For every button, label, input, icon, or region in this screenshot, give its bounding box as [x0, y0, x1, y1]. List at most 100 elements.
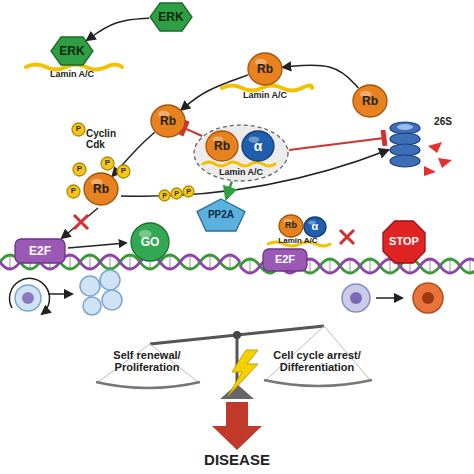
progenitor-cell: [342, 284, 370, 312]
phosphate-shape: [159, 190, 170, 201]
e2f-box-shape: [15, 239, 65, 263]
complex-ellipse-shape: [194, 125, 288, 181]
phosphate-shape: [183, 186, 194, 197]
proteasome-pore: [397, 124, 413, 130]
phosphate-shape: [117, 165, 130, 178]
self-renewal-arrow: [10, 278, 50, 314]
phosphate: P: [72, 162, 87, 177]
erk-hexagon: ERK: [50, 36, 94, 66]
alpha-protein-shape: [304, 217, 326, 237]
phosphate-shape: [73, 163, 86, 176]
rb-protein: Rb: [205, 130, 239, 162]
disease-arrow: [212, 402, 262, 450]
complex-ellipse: Lamin A/C Rb α: [193, 124, 289, 182]
node-text: Rb: [362, 95, 378, 108]
interaction-connector: [226, 181, 231, 198]
alpha-protein: α: [241, 130, 275, 162]
lightning-bolt: [228, 350, 258, 396]
cell-nucleus: [422, 292, 434, 304]
phosphate-shape: [72, 123, 85, 136]
node-text: E2F: [29, 245, 51, 258]
outcome-label: Cell cycle arrest/ Differentiation: [258, 349, 376, 373]
rb-protein: Rb: [278, 214, 304, 238]
peptide-fragment: [428, 142, 442, 153]
node-text: P: [76, 125, 81, 133]
lamin-filament: [222, 86, 312, 91]
stop-octagon: STOP: [382, 220, 426, 264]
daughter-cell: [100, 270, 120, 290]
phosphate: P: [100, 156, 115, 171]
proliferation-arrow: [48, 293, 72, 295]
rb-protein-shape: [84, 173, 118, 205]
proteasome-ring: [390, 144, 420, 156]
node-text: GO: [141, 236, 160, 249]
protein-label: Lamin A/C: [266, 237, 330, 246]
scale-beam: [150, 326, 324, 344]
rb-protein: Rb: [83, 172, 119, 206]
scale-pan: [264, 380, 372, 386]
node-text: STOP: [389, 236, 419, 248]
e2f-box: E2F: [262, 248, 308, 272]
pp2a-pentagon-shape: [197, 199, 245, 231]
lamin-filament: [203, 162, 275, 166]
rb-protein-shape: [353, 85, 387, 117]
rb-protein: Rb: [150, 104, 186, 138]
rb-protein-shape: [206, 131, 238, 161]
protein-label: Lamin A/C: [38, 70, 106, 80]
stop-octagon-shape: [383, 221, 425, 263]
node-text: Rb: [285, 221, 297, 230]
node-text: PP2A: [208, 210, 234, 221]
erk-hexagon-shape: [150, 3, 192, 31]
differentiation-arrow: [376, 297, 402, 299]
go-circle: GO: [130, 222, 170, 262]
protein-label: Lamin A/C: [232, 91, 298, 101]
node-text: P: [162, 192, 167, 199]
peptide-fragment: [424, 166, 436, 176]
node-text: Rb: [257, 63, 273, 76]
node-text: Rb: [93, 183, 109, 196]
cell-nucleus: [350, 292, 362, 304]
block-cross: [74, 215, 88, 229]
proteasome-label: 26S: [426, 116, 460, 127]
node-text: Lamin A/C: [219, 168, 263, 177]
differentiated-cell: [413, 283, 443, 313]
phosphate: P: [71, 122, 86, 137]
node-text: ERK: [59, 45, 84, 58]
phosphate: P: [66, 184, 81, 199]
rb-protein: Rb: [352, 84, 388, 118]
pp2a-pentagon: PP2A: [196, 198, 246, 232]
node-text: Rb: [214, 140, 230, 153]
node-text: P: [77, 165, 82, 173]
block-cross: [340, 230, 354, 244]
node-text: P: [121, 167, 126, 175]
node-text: α: [254, 139, 263, 154]
node-text: P: [105, 159, 110, 167]
outcome-label: Self renewal/ Proliferation: [92, 349, 202, 373]
e2f-box-shape: [263, 249, 307, 271]
interaction-connector: [87, 18, 149, 40]
phosphate-shape: [67, 185, 80, 198]
go-circle-shape: [131, 223, 169, 261]
proteasome: [390, 122, 420, 167]
daughter-cell: [80, 276, 100, 296]
interaction-connector: [283, 65, 358, 88]
binding-arrow: [62, 208, 98, 238]
scale-pivot: [233, 331, 241, 339]
erk-hexagon: ERK: [149, 2, 193, 32]
cell-nucleus: [22, 292, 34, 304]
erk-hexagon-shape: [51, 37, 93, 65]
phosphate: P: [170, 187, 183, 200]
phosphate: P: [182, 185, 195, 198]
node-text: P: [186, 188, 191, 195]
stem-cell: [15, 285, 41, 311]
daughter-cell: [83, 297, 101, 315]
rb-protein: Rb: [247, 52, 283, 86]
node-text: P: [71, 187, 76, 195]
proteasome-ring: [390, 122, 420, 134]
rb-protein-shape: [151, 105, 185, 137]
node-text: P: [174, 190, 179, 197]
interaction-connector: [181, 75, 248, 110]
enzyme-label: Cyclin Cdk: [86, 128, 126, 150]
disease-label: DISEASE: [167, 452, 307, 469]
inhibition-line: [289, 138, 384, 150]
